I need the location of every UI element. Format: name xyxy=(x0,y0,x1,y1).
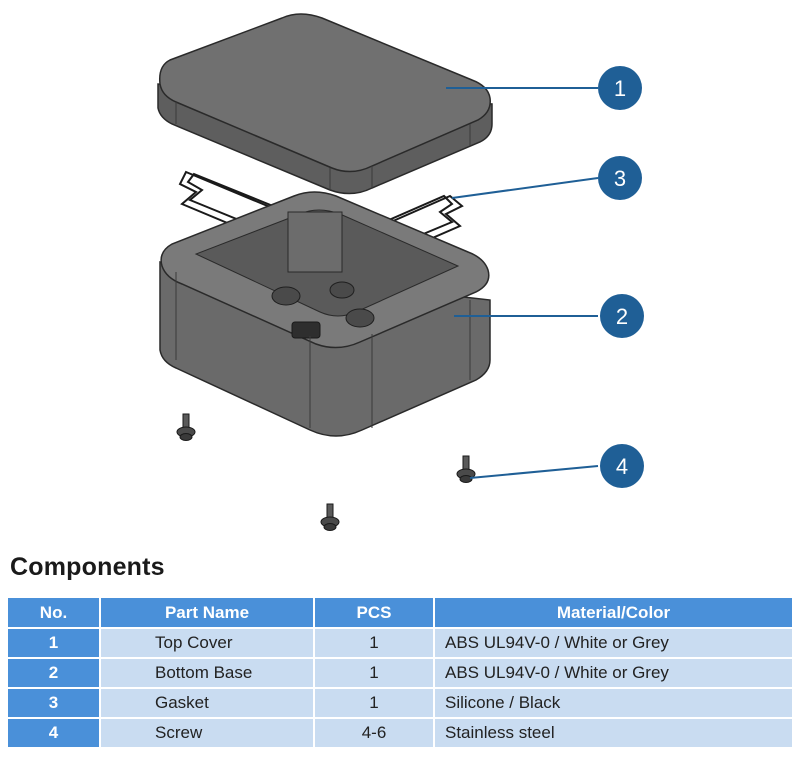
callout-1: 1 xyxy=(598,66,642,110)
table-row: 4 Screw 4-6 Stainless steel xyxy=(8,717,792,747)
screw-part xyxy=(176,413,476,531)
callout-2-label: 2 xyxy=(616,304,628,329)
callout-2: 2 xyxy=(600,294,644,338)
bottom-base-part xyxy=(159,191,491,437)
header-material-color: Material/Color xyxy=(434,598,792,628)
callout-3-label: 3 xyxy=(614,166,626,191)
cell-no: 1 xyxy=(8,627,101,658)
cell-pcs: 1 xyxy=(314,627,435,658)
callout-3: 3 xyxy=(598,156,642,200)
table-row: 2 Bottom Base 1 ABS UL94V-0 / White or G… xyxy=(8,657,792,688)
cell-material: ABS UL94V-0 / White or Grey xyxy=(434,657,792,688)
table-header-row: No. Part Name PCS Material/Color xyxy=(8,598,792,628)
cell-no: 2 xyxy=(8,657,101,688)
cell-material: ABS UL94V-0 / White or Grey xyxy=(434,627,792,658)
header-part-name: Part Name xyxy=(100,598,315,628)
header-pcs: PCS xyxy=(314,598,435,628)
table-row: 3 Gasket 1 Silicone / Black xyxy=(8,687,792,718)
callout-1-label: 1 xyxy=(614,76,626,101)
top-cover-part xyxy=(157,13,493,195)
cell-no: 4 xyxy=(8,717,101,747)
cell-no: 3 xyxy=(8,687,101,718)
cell-pcs: 1 xyxy=(314,687,435,718)
cell-pcs: 4-6 xyxy=(314,717,435,747)
components-table: No. Part Name PCS Material/Color 1 Top C… xyxy=(8,598,792,747)
callout-leader-lines xyxy=(446,87,599,479)
table-row: 1 Top Cover 1 ABS UL94V-0 / White or Gre… xyxy=(8,627,792,658)
callout-4-label: 4 xyxy=(616,454,628,479)
cell-part-name: Gasket xyxy=(100,687,315,718)
cell-part-name: Bottom Base xyxy=(100,657,315,688)
section-title: Components xyxy=(10,553,165,581)
cell-part-name: Top Cover xyxy=(100,627,315,658)
cell-material: Stainless steel xyxy=(434,717,792,747)
exploded-view-illustration: 1 3 2 4 xyxy=(157,13,644,531)
cell-material: Silicone / Black xyxy=(434,687,792,718)
cell-pcs: 1 xyxy=(314,657,435,688)
header-no: No. xyxy=(8,598,101,628)
callout-4: 4 xyxy=(600,444,644,488)
cell-part-name: Screw xyxy=(100,717,315,747)
